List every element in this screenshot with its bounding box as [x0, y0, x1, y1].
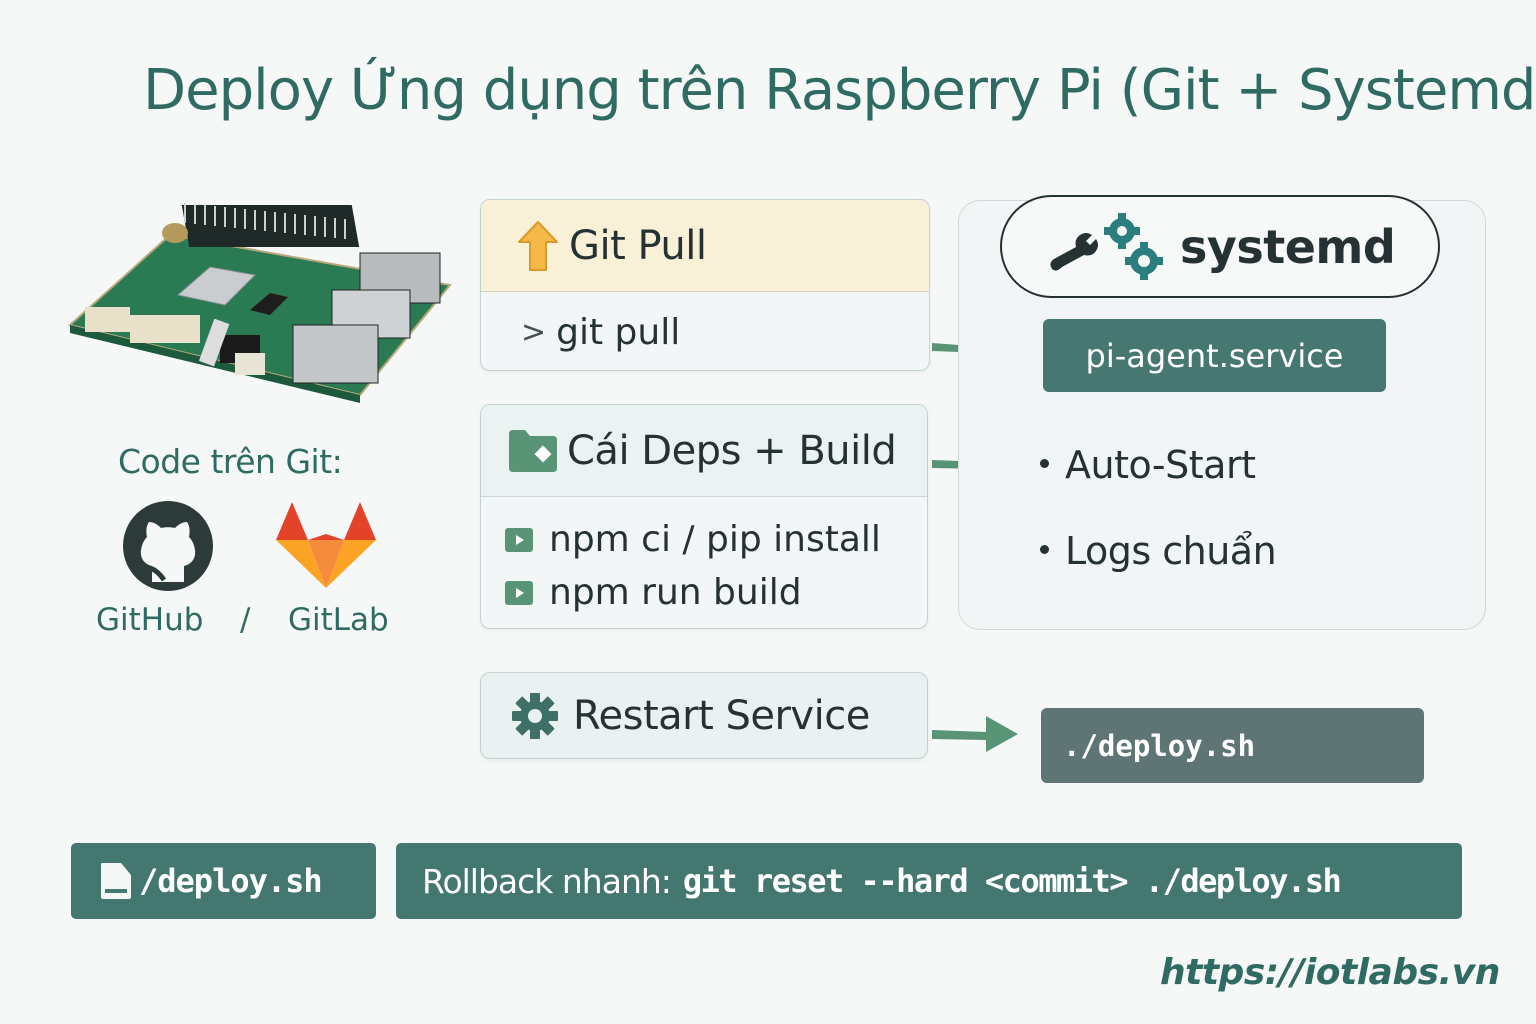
bullet-dot — [1040, 459, 1049, 468]
wrench-gears-icon — [1050, 212, 1163, 280]
step-git-pull-title: Git Pull — [569, 222, 707, 269]
source-separator: / — [240, 602, 251, 638]
feature-item: Auto-Start — [1040, 443, 1256, 487]
step-restart-card: Restart Service — [480, 672, 928, 759]
git-pull-command: git pull — [556, 311, 681, 353]
systemd-label: systemd — [1180, 219, 1396, 274]
arrow-up-icon — [518, 220, 558, 271]
folder-icon — [509, 429, 557, 472]
step-build-body: npm ci / pip install npm run build — [481, 497, 927, 619]
gear-icon — [512, 692, 558, 739]
page-title: Deploy Ứng dụng trên Raspberry Pi (Git +… — [143, 58, 1536, 123]
arrow-right-icon — [932, 716, 1018, 752]
source-label: Code trên Git: — [118, 442, 343, 481]
deploy-file-name: /deploy.sh — [139, 862, 323, 900]
deploy-file-badge: /deploy.sh — [71, 843, 376, 919]
rollback-command: git reset --hard <commit> ./deploy.sh — [682, 862, 1342, 900]
prompt-chevron: > — [521, 314, 547, 350]
build-command: npm run build — [549, 572, 802, 613]
github-label: GitHub — [96, 602, 204, 638]
deploy-script-badge: ./deploy.sh — [1041, 708, 1424, 783]
step-git-pull-body: > git pull — [481, 292, 929, 370]
file-icon — [101, 863, 131, 899]
build-command-row: npm ci / pip install — [505, 513, 927, 566]
bullet-dot — [1040, 545, 1049, 554]
play-icon — [505, 580, 533, 605]
service-name-badge: pi-agent.service — [1043, 319, 1386, 392]
feature-item: Logs chuẩn — [1040, 529, 1277, 573]
feature-auto-start: Auto-Start — [1065, 443, 1256, 487]
github-icon — [123, 501, 213, 591]
raspberry-pi-illustration — [67, 203, 452, 403]
step-build-header: Cái Deps + Build — [481, 405, 927, 497]
build-command-row: npm run build — [505, 566, 927, 619]
install-command: npm ci / pip install — [549, 519, 881, 560]
gitlab-icon — [276, 502, 376, 588]
play-icon — [505, 527, 533, 552]
step-build-card: Cái Deps + Build npm ci / pip install np… — [480, 404, 928, 629]
step-restart-title: Restart Service — [573, 692, 870, 739]
feature-logs: Logs chuẩn — [1065, 529, 1277, 573]
step-build-title: Cái Deps + Build — [567, 427, 897, 474]
step-git-pull-card: Git Pull > git pull — [480, 199, 930, 371]
systemd-header: systemd — [1000, 195, 1440, 298]
gitlab-label: GitLab — [288, 602, 389, 638]
rollback-banner: Rollback nhanh: git reset --hard <commit… — [396, 843, 1462, 919]
footer-url[interactable]: https://iotlabs.vn — [1160, 952, 1500, 993]
rollback-label: Rollback nhanh: — [422, 861, 672, 901]
step-git-pull-header: Git Pull — [481, 200, 929, 292]
